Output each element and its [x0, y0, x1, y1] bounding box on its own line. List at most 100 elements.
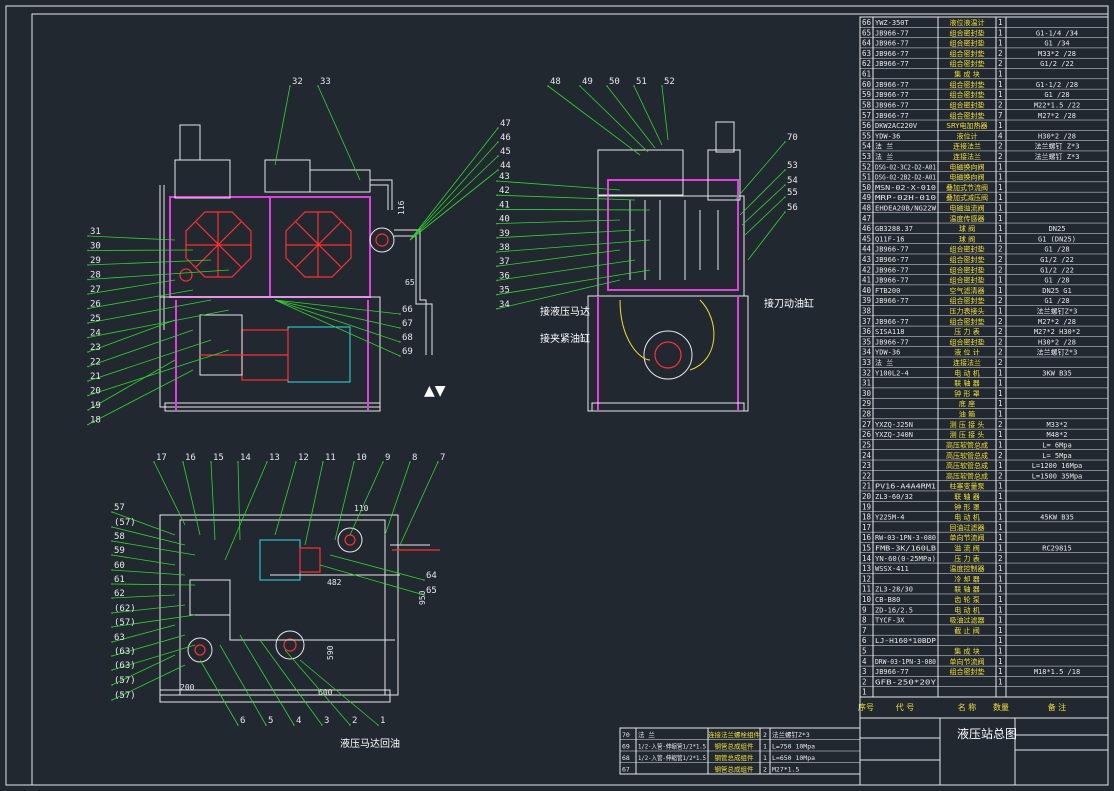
- bom-code: FTB200: [875, 287, 900, 295]
- dim-482: 482: [327, 578, 342, 587]
- bom-name: 电 动 机: [954, 605, 979, 614]
- bom-name: 连接法兰: [953, 358, 981, 367]
- callout-plan-15: 15: [213, 453, 224, 463]
- bom-qty: 1: [998, 616, 1003, 625]
- bom-seq: 63: [862, 49, 871, 58]
- callout-40: 40: [499, 215, 510, 225]
- bom-seq: 34: [862, 348, 872, 357]
- bom-seq: 3: [862, 667, 867, 676]
- callout-plan-10: 10: [356, 453, 367, 463]
- drawing-title: 液压站总图: [957, 726, 1017, 741]
- bom-qty: 1: [998, 410, 1003, 419]
- callout-43: 43: [499, 172, 510, 182]
- bom-qty: 2: [998, 471, 1003, 480]
- bom-seq: 56: [862, 121, 872, 130]
- bom-code: JB966-77: [875, 668, 909, 676]
- bom-seq: 22: [862, 471, 871, 480]
- title-block: 液压站总图: [859, 696, 1109, 786]
- bom-code: ZD-16/2.5: [875, 606, 913, 614]
- bom-note: G1 /28: [1044, 246, 1069, 254]
- bom-name: 液位计: [957, 131, 978, 140]
- bom-qty: 1: [998, 605, 1003, 614]
- bom-seq: 66: [862, 18, 872, 27]
- bom-code: JB966-77: [875, 60, 909, 68]
- bom-code: JB966-77: [875, 266, 909, 274]
- bom-seq: 27: [862, 420, 871, 429]
- bom-name: 压 力 表: [954, 327, 979, 336]
- bottom-bom-cell: 钢管总成组件: [715, 765, 755, 774]
- bom-qty: 1: [998, 214, 1003, 223]
- callout-plan-3: 3: [324, 716, 329, 726]
- bom-seq: 50: [862, 183, 872, 192]
- bom-name: 连接法兰: [953, 142, 981, 151]
- bom-code: JB966-77: [875, 112, 909, 120]
- bom-name: 集 成 块: [954, 647, 979, 656]
- callout-plan-left-0: 57: [114, 503, 125, 513]
- bottom-bom-cell: 2: [763, 731, 767, 739]
- bom-note: M27*2 H30*2: [1034, 328, 1080, 336]
- bom-name: 组合密封垫: [950, 667, 985, 676]
- bom-seq: 62: [862, 59, 871, 68]
- bom-code: YDW-36: [875, 349, 900, 357]
- bom-qty: 1: [998, 667, 1003, 676]
- bom-qty: 1: [998, 595, 1003, 604]
- callout-plan-4: 4: [296, 716, 301, 726]
- bom-qty: 1: [998, 677, 1003, 686]
- bom-seq: 45: [862, 234, 871, 243]
- bom-seq: 25: [862, 440, 871, 449]
- bom-code: DSG-02-2B2-D2-A01: [875, 174, 936, 182]
- bom-note: L= 6Mpa: [1042, 441, 1072, 449]
- bom-qty: 1: [998, 379, 1003, 388]
- bom-qty: 1: [998, 626, 1003, 635]
- callout-21: 21: [90, 372, 101, 382]
- callout-68: 68: [402, 333, 413, 343]
- bom-note: G1-1/2 /28: [1036, 81, 1078, 89]
- bom-code: JB966-77: [875, 91, 909, 99]
- bom-seq: 12: [862, 574, 871, 583]
- bottom-bom-cell: 法 兰: [638, 730, 655, 739]
- bom-qty: 2: [998, 337, 1003, 346]
- dim-200: 200: [180, 683, 195, 692]
- plan-view: 482 110 950 600 200 590 液压马达回油: [159, 504, 440, 750]
- callout-18: 18: [90, 416, 101, 426]
- bom-qty: 1: [998, 502, 1003, 511]
- bom-qty: 1: [998, 636, 1003, 645]
- bom-seq: 61: [862, 70, 871, 79]
- callout-22: 22: [90, 358, 101, 368]
- bottom-bom-cell: 68: [622, 754, 630, 762]
- bottom-bom-cell: 69: [622, 743, 630, 751]
- bom-name: 组合密封垫: [950, 276, 985, 285]
- bom-seq: 35: [862, 337, 871, 346]
- bom-seq: 29: [862, 399, 871, 408]
- bom-seq: 6: [862, 636, 867, 645]
- bom-qty: 1: [998, 543, 1003, 552]
- bom-name: 组合密封垫: [950, 255, 985, 264]
- bom-note: 3KW B35: [1042, 369, 1072, 377]
- bom-code: CB-B80: [875, 596, 900, 604]
- bottom-bom-cell: 1/2-入管-伸缩管1/2*1.5: [638, 742, 706, 751]
- bottom-bom-cell: 67: [622, 766, 630, 774]
- bom-name: 测 压 接 头: [950, 430, 985, 439]
- bom-name: 球 阀: [959, 234, 975, 243]
- bom-code: MSN-02-X-010: [875, 184, 936, 192]
- bom-name: 组合密封垫: [950, 245, 985, 254]
- bom-seq: 5: [862, 647, 867, 656]
- bom-seq: 17: [862, 523, 871, 532]
- bottom-bom-cell: L=750 10Mpa: [772, 743, 815, 751]
- callout-66: 66: [402, 305, 413, 315]
- bom-qty: 1: [998, 286, 1003, 295]
- bom-code: JB966-77: [875, 338, 909, 346]
- bom-name: 温度传感器: [950, 214, 985, 223]
- callout-plan-5: 5: [268, 716, 273, 726]
- bom-code: Y100L2-4: [875, 369, 909, 377]
- bom-name: 组合密封垫: [950, 28, 985, 37]
- bom-qty: 1: [998, 18, 1003, 27]
- bom-qty: 1: [998, 564, 1003, 573]
- bom-seq: 8: [862, 616, 867, 625]
- callout-plan-8: 8: [412, 453, 417, 463]
- bom-code: YXZQ-J25N: [875, 421, 913, 429]
- bom-note: DN25: [1049, 225, 1066, 233]
- bom-note: H30*2 /28: [1038, 338, 1076, 346]
- callout-plan-left-7: (62): [114, 604, 136, 614]
